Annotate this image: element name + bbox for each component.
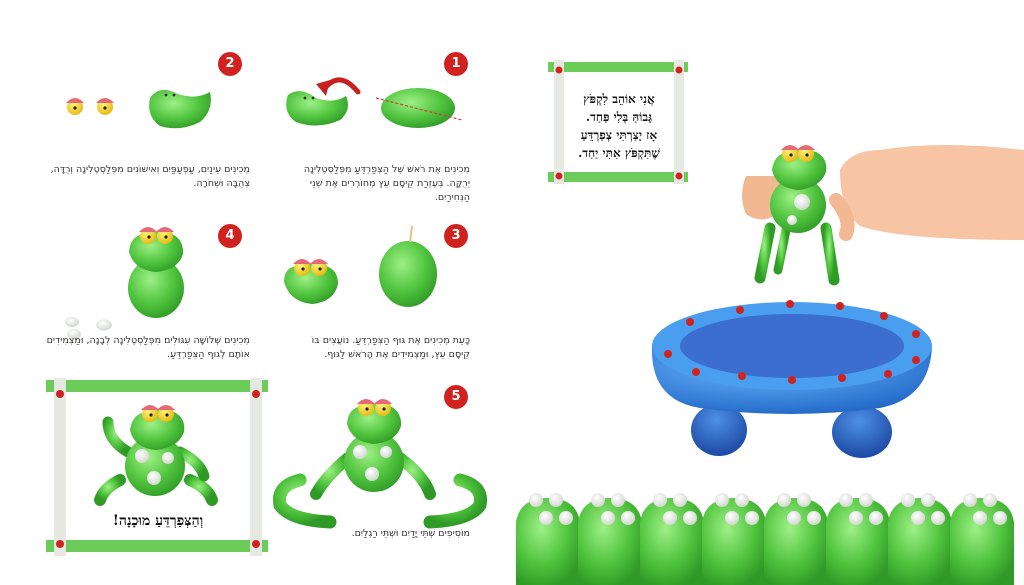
- poem-line-3: אָז יָצַרְתִּי צְפַרְדֵּעַ: [580, 128, 658, 142]
- trampoline: [651, 300, 932, 458]
- poem-line-4: שֶׁתִּקְפֹּץ אִתִּי יַחַד.: [578, 146, 660, 160]
- poem-line-2: גָּבוֹהַּ בְּלִי פַּחַד.: [585, 110, 653, 124]
- finished-label: וְהַצְּפַרְדֵּעַ מוּכָנָה!: [112, 513, 204, 529]
- step-1-badge: 1: [444, 52, 468, 76]
- step-4-badge: 4: [218, 224, 242, 248]
- step-3-text: כָּעֵת מְכִינִים אֶת גּוּף הַצְּפַרְדֵּע…: [311, 335, 470, 360]
- step-4-text: מְכִינִים שְׁלוֹשָׁה עִגּוּלִים מִפְּלַס…: [46, 335, 250, 360]
- poem-frame: [548, 60, 688, 184]
- step5-illustration: [272, 399, 488, 529]
- hand-holding-frog: [742, 145, 1024, 286]
- poem: אֲנִי אוֹהֵב לִקְפֹּץ גָּבוֹהַּ בְּלִי פ…: [566, 90, 672, 162]
- poem-line-1: אֲנִי אוֹהֵב לִקְפֹּץ: [583, 92, 655, 106]
- step-5-badge: 5: [444, 385, 468, 409]
- step-2-text: מְכִינִים עֵינַיִם, עַפְעַפַּיִם וְאִישׁ…: [50, 164, 250, 189]
- step2-illustration: [66, 89, 211, 129]
- step4-illustration: [65, 227, 184, 339]
- bottom-frog-row: [516, 493, 1014, 585]
- finished-frame: [46, 378, 268, 556]
- step3-illustration: [284, 225, 437, 307]
- step-1-text: מְכִינִים אֶת רֹאשׁ שֶׁל הַצְּפַרְדֵּעַ …: [303, 164, 470, 203]
- step1-illustration: [286, 77, 463, 128]
- step-3-badge: 3: [444, 224, 468, 248]
- step-5-text: מוֹסִיפִים שְׁתֵּי יָדַיִם וּשְׁתֵּי רַג…: [351, 528, 470, 539]
- step-2-badge: 2: [218, 52, 242, 76]
